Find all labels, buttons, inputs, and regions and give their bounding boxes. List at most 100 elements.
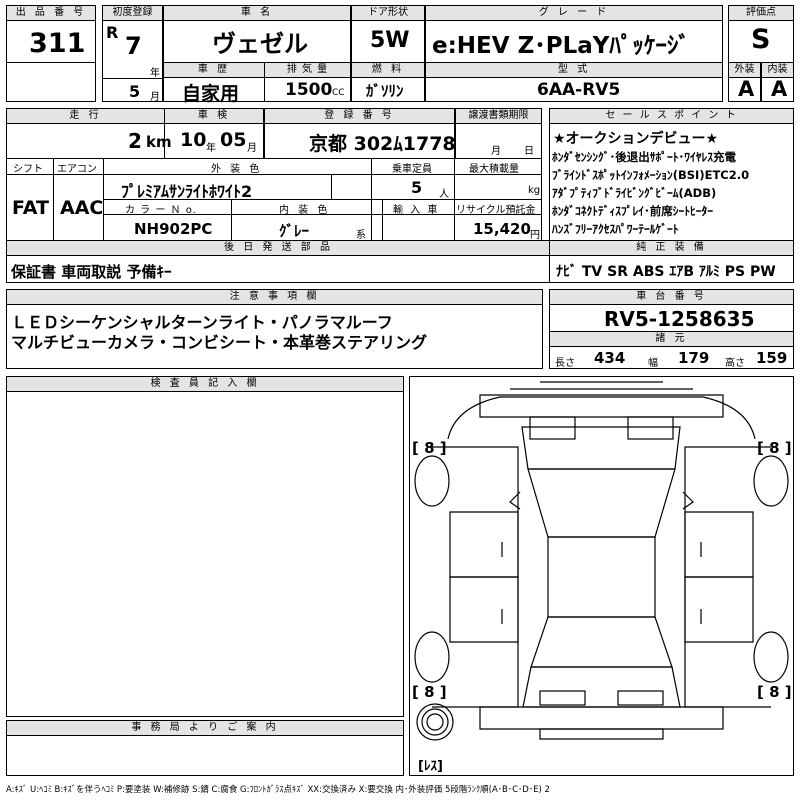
exterior-header: 外装 (729, 63, 760, 78)
height-label: 高さ (725, 358, 745, 369)
deadline-month-unit: 月 (491, 146, 501, 157)
kg-unit: kg (528, 185, 541, 196)
ext-color-header: 外 装 色 (211, 164, 263, 175)
shift-header: シフト (13, 164, 43, 175)
lot-number: 311 (29, 28, 86, 59)
yen-unit: 円 (530, 230, 540, 241)
grade-header: グ レ ー ド (426, 6, 722, 21)
inspection-month: 05 (220, 129, 247, 151)
car-history: 自家用 (182, 83, 240, 105)
era-mark: R (106, 23, 119, 42)
recycle-header: リサイクル預託金 (456, 205, 536, 216)
transfer-deadline-header: 譲渡書類期限 (456, 109, 541, 124)
mileage-box: 走 行 2 km (6, 108, 172, 159)
exterior-score-box: 外装 A (728, 62, 761, 102)
door-box: ドア形状 5W (351, 5, 425, 63)
registration-number: 京都 302ﾑ1778 (309, 133, 456, 155)
history-box: 車 歴 自家用 (163, 62, 265, 105)
car-name: ヴェゼル (212, 30, 308, 58)
int-color-value: ｸﾞﾚｰ (279, 222, 310, 240)
color-no-value: NH902PC (134, 220, 213, 238)
tire-rear-right: [ 8 ] (757, 683, 792, 701)
later-parts-value: 保証書 車両取説 予備ｷｰ (11, 263, 172, 281)
spec-grid: シフト エアコン 外 装 色 乗車定員 最大積載量 FAT AAC ﾌﾟﾚﾐｱﾑ… (6, 158, 542, 241)
km-unit: km (146, 133, 172, 151)
note-line-1: ＬＥＤシーケンシャルターンライト・パノラマルーフ (11, 313, 393, 332)
cc-unit: CC (332, 88, 345, 98)
chassis-number: RV5-1258635 (604, 307, 755, 331)
sales-point-2: ﾎﾝﾀﾞｾﾝｼﾝｸﾞ･後退出ｻﾎﾟｰﾄ･ﾜｲﾔﾚｽ充電 (552, 150, 736, 164)
equipment-header: 純 正 装 備 (550, 241, 793, 256)
displacement-header: 排 気 量 (265, 63, 350, 78)
kei-unit: 系 (356, 230, 366, 241)
score-header: 評価点 (729, 6, 793, 21)
inspection-header: 車 検 (165, 109, 263, 124)
ac-value: AAC (60, 197, 104, 219)
sales-point-header: セ ー ル ス ポ イ ン ト (550, 109, 793, 124)
lot-number-box: 出 品 番 号 311 (6, 5, 96, 102)
notes-header: 注 意 事 項 欄 (7, 290, 542, 305)
sales-point-5: ﾎﾝﾀﾞｺﾈｸﾄﾃﾞｨｽﾌﾟﾚｲ･前席ｼｰﾄﾋｰﾀｰ (552, 204, 713, 218)
legend-footer: A:ｷｽﾞ U:ﾍｺﾐ B:ｷｽﾞを伴うﾍｺﾐ P:要塗装 W:補修跡 S:錆 … (6, 785, 550, 795)
inspection-box: 車 検 10 年 05 月 (164, 108, 264, 159)
ac-header: エアコン (57, 164, 97, 175)
car-diagram-box: [ 8 ] [ 8 ] [ 8 ] [ 8 ] [ﾚｽ] (409, 376, 794, 776)
car-name-header: 車 名 (164, 6, 350, 21)
first-registration-box: 初度登録 R 7 年 5 月 (102, 5, 163, 103)
int-color-header: 内 装 色 (279, 205, 331, 216)
specs-header: 諸 元 (550, 332, 793, 347)
sales-point-6: ﾊﾝｽﾞﾌﾘｰｱｸｾｽﾊﾟﾜｰﾃｰﾙｹﾞｰﾄ (552, 222, 679, 236)
inspection-year: 10 (180, 129, 207, 151)
interior-score: A (771, 77, 788, 101)
shift-value: FAT (12, 197, 49, 219)
recycle-value: 15,420 (473, 220, 531, 238)
sales-point-box: セ ー ル ス ポ イ ン ト ★オークションデビュー★ ﾎﾝﾀﾞｾﾝｼﾝｸﾞ･… (549, 108, 794, 241)
notes-box: 注 意 事 項 欄 ＬＥＤシーケンシャルターンライト・パノラマルーフ マルチビュ… (6, 289, 543, 369)
length-value: 434 (594, 349, 626, 367)
month-unit: 月 (150, 92, 160, 103)
inspector-box: 検 査 員 記 入 欄 (6, 376, 404, 717)
door-header: ドア形状 (352, 6, 424, 21)
capacity-unit: 人 (439, 189, 449, 200)
first-registration-header: 初度登録 (103, 6, 162, 21)
ext-color-value: ﾌﾟﾚﾐｱﾑｻﾝﾗｲﾄﾎﾜｲﾄ2 (121, 182, 253, 201)
mileage: 2 (128, 129, 142, 153)
later-parts-box: 後 日 発 送 部 品 保証書 車両取説 予備ｷｰ (6, 240, 794, 283)
year-unit: 年 (150, 68, 160, 79)
model-header: 型 式 (426, 63, 722, 78)
fuel-type: ｶﾞｿﾘﾝ (366, 82, 404, 100)
height-value: 159 (756, 349, 788, 367)
model-code: 6AA-RV5 (537, 80, 621, 100)
max-load-header: 最大積載量 (469, 164, 519, 175)
inspection-month-unit: 月 (247, 143, 257, 154)
fuel-box: 燃 料 ｶﾞｿﾘﾝ (351, 62, 425, 102)
first-reg-month: 5 (129, 82, 141, 101)
registration-header: 登 録 番 号 (265, 109, 454, 124)
sales-point-3: ﾌﾞﾗｲﾝﾄﾞｽﾎﾟｯﾄｲﾝﾌｫﾒｰｼｮﾝ(BSI)ETC2.0 (552, 168, 750, 182)
equipment-box: 純 正 装 備 ﾅﾋﾞ TV SR ABS ｴｱB ｱﾙﾐ PS PW (550, 241, 793, 282)
inspector-header: 検 査 員 記 入 欄 (7, 377, 403, 392)
mileage-header: 走 行 (7, 109, 164, 124)
color-no-header: カ ラ ー Ｎ o. (125, 205, 197, 216)
overall-score: S (751, 24, 771, 55)
door-type: 5W (370, 28, 410, 53)
fuel-header: 燃 料 (352, 63, 424, 78)
exterior-score: A (738, 77, 755, 101)
grade: e:HEV Z･PLaYﾊﾟｯｹｰｼﾞ (432, 33, 690, 59)
inspection-year-unit: 年 (206, 143, 216, 154)
first-reg-year: 7 (125, 32, 142, 60)
chassis-header: 車 台 番 号 (550, 290, 793, 305)
sales-point-4: ｱﾀﾞﾌﾟﾃｨﾌﾞﾄﾞﾗｲﾋﾞﾝｸﾞﾋﾞｰﾑ(ADB) (552, 186, 717, 200)
displacement: 1500 (285, 80, 333, 100)
lot-number-header: 出 品 番 号 (7, 6, 95, 21)
chassis-box: 車 台 番 号 RV5-1258635 諸 元 長さ 434 幅 179 高さ … (549, 289, 794, 369)
equipment-value: ﾅﾋﾞ TV SR ABS ｴｱB ｱﾙﾐ PS PW (556, 264, 776, 280)
length-label: 長さ (555, 358, 575, 369)
tire-front-left: [ 8 ] (412, 439, 447, 457)
transfer-deadline-box: 譲渡書類期限 月 日 (455, 108, 542, 159)
score-box: 評価点 S (728, 5, 794, 63)
history-header: 車 歴 (164, 63, 264, 78)
tire-rear-left: [ 8 ] (412, 683, 447, 701)
model-box: 型 式 6AA-RV5 (425, 62, 723, 102)
office-box: 事 務 局 よ り ご 案 内 (6, 720, 404, 776)
